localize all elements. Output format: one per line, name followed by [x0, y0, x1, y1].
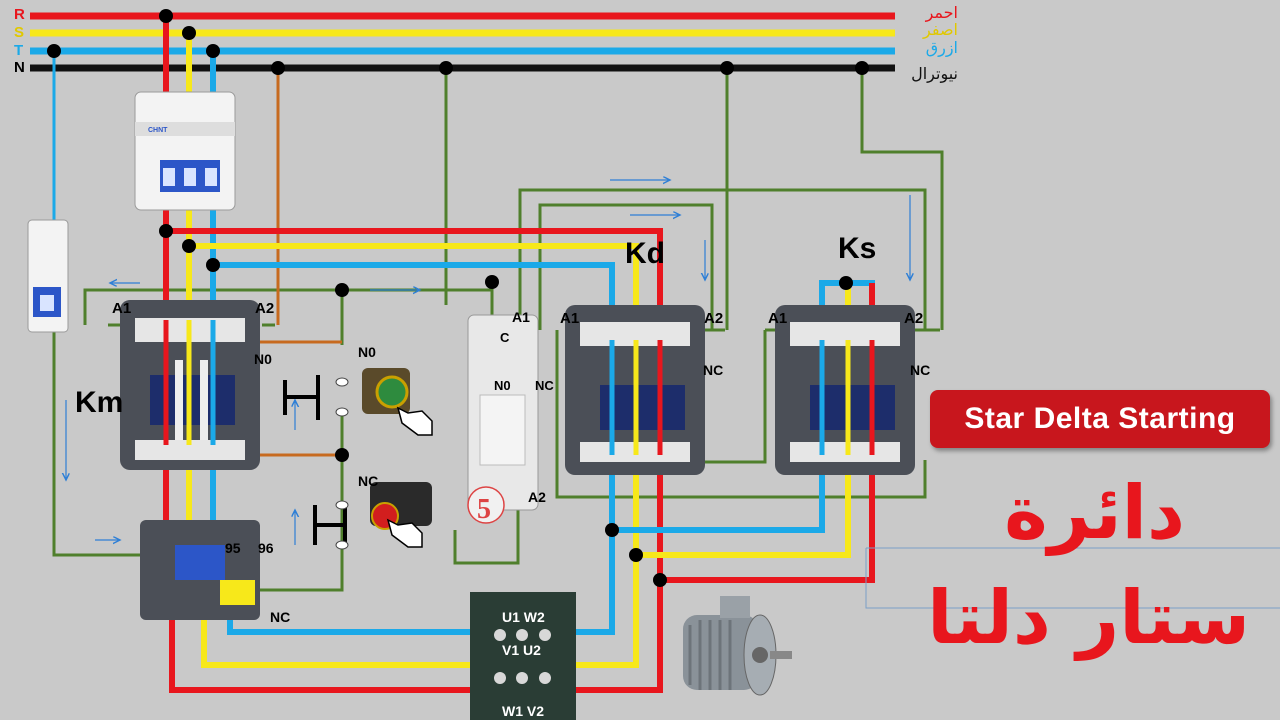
timer-no-label: N0	[494, 378, 511, 393]
timer-relay	[467, 314, 539, 524]
km-a2-label: A2	[255, 300, 274, 317]
ks-label: Ks	[838, 232, 876, 265]
overload-nc-label: NC	[270, 609, 290, 625]
motor-terminals-row1: U1 W2	[502, 609, 545, 625]
km-label: Km	[75, 386, 123, 419]
overload-96-label: 96	[258, 540, 274, 556]
bus-name-t: ازرق	[926, 38, 958, 58]
contactor-ks-body	[775, 305, 915, 475]
title-banner: Star Delta Starting	[930, 390, 1270, 448]
timer-dial-label: 5	[477, 494, 491, 525]
kd-aux-label: NC	[703, 362, 723, 378]
stop-button-label: NC	[358, 473, 378, 489]
bus-label-r: R	[14, 6, 25, 23]
title-ar-line2: ستار دلتا	[927, 575, 1250, 661]
bus-name-s: اصفر	[922, 20, 958, 40]
kd-label: Kd	[625, 237, 665, 270]
main-bus	[30, 12, 895, 72]
main-breaker: CHNT	[134, 91, 236, 211]
stop-button-icon[interactable]	[370, 482, 432, 530]
start-button-label: N0	[358, 344, 376, 360]
timer-a1-label: A1	[512, 309, 530, 325]
bus-name-r: احمر	[925, 3, 958, 23]
title-en: Star Delta Starting	[964, 402, 1236, 435]
motor-terminals-row3: W1 V2	[502, 703, 544, 719]
hand-pointer-icon	[386, 406, 433, 548]
start-button-icon[interactable]	[362, 368, 410, 414]
bus-label-s: S	[14, 24, 24, 41]
overload-relay	[140, 520, 260, 620]
bus-name-n: نيوترال	[911, 64, 958, 84]
single-breaker	[27, 219, 69, 333]
overload-95-label: 95	[225, 540, 241, 556]
motor-terminals-row2: V1 U2	[502, 642, 541, 658]
km-aux-label: N0	[254, 351, 272, 367]
ks-a1-label: A1	[768, 310, 787, 327]
kd-a1-label: A1	[560, 310, 579, 327]
timer-c-label: C	[500, 330, 510, 345]
ks-a2-label: A2	[904, 310, 923, 327]
button-schematic	[283, 375, 347, 545]
title-ar-line1: دائرة	[1004, 470, 1185, 556]
kd-a2-label: A2	[704, 310, 723, 327]
timer-nc-label: NC	[535, 378, 554, 393]
svg-text:CHNT: CHNT	[148, 127, 168, 134]
motor-terminal-box	[470, 592, 576, 720]
timer-a2-label: A2	[528, 489, 546, 505]
ks-aux-label: NC	[910, 362, 930, 378]
bus-label-t: T	[14, 42, 23, 59]
motor-icon	[683, 596, 792, 696]
km-a1-label: A1	[112, 300, 131, 317]
bus-label-n: N	[14, 59, 25, 76]
